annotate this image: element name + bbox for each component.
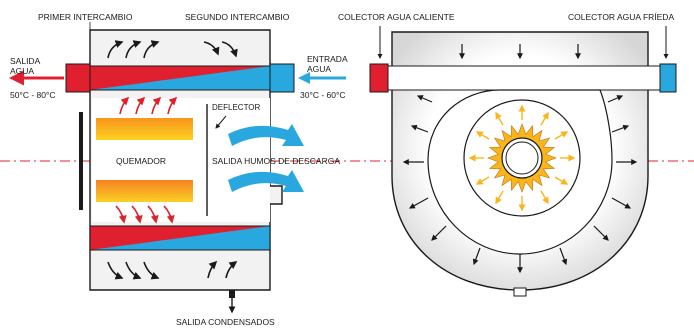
burner-section <box>369 26 677 297</box>
condensate-drain <box>229 290 235 298</box>
flow-radial-arrow <box>607 95 624 103</box>
hot-outlet-stub <box>65 63 91 93</box>
flow-radial-arrow <box>410 124 429 133</box>
collector-hot-stub <box>369 63 389 93</box>
heat-ray-arrow <box>554 131 569 140</box>
heat-ray-arrow <box>475 131 490 140</box>
heat-ray-arrow <box>475 176 490 185</box>
heat-rays <box>468 104 576 212</box>
label-primer-intercambio: PRIMER INTERCAMBIO <box>38 12 133 22</box>
entrada-agua-arrowhead <box>298 72 310 84</box>
deflector-pointer <box>215 115 227 129</box>
exhaust-arrows <box>228 124 304 192</box>
label-segundo-intercambio: SEGUNDO INTERCAMBIO <box>185 12 290 22</box>
heat-ray-arrow <box>554 176 569 185</box>
label-salida-agua-2: AGUA <box>10 66 34 76</box>
label-colector-caliente: COLECTOR AGUA CALIENTE <box>338 12 455 22</box>
cold-inlet-stub <box>269 63 295 93</box>
flow-radial-arrow <box>559 247 568 266</box>
label-salida-humos: SALIDA HUMOS DE DESCARGA <box>212 156 340 166</box>
collector-bar <box>385 65 667 91</box>
flow-radial-arrow <box>611 197 632 209</box>
flow-radial-arrow <box>408 197 429 209</box>
exchanger-section <box>8 22 346 314</box>
flow-radial-arrow <box>431 225 447 241</box>
label-salida-agua-1: SALIDA <box>10 56 41 66</box>
flow-radial-arrows <box>402 44 638 274</box>
top-exchanger-tube <box>89 65 271 91</box>
flow-radial-arrow <box>593 225 609 241</box>
heat-arrows-upper <box>119 96 178 115</box>
burner-flame-bottom <box>96 180 193 202</box>
flow-radial-arrow <box>472 247 481 266</box>
burner-core-inner <box>505 141 539 175</box>
label-entrada-temp: 30°C - 60°C <box>300 90 346 100</box>
heat-ray-arrow <box>540 190 549 205</box>
heat-ray-arrow <box>495 111 504 126</box>
bottom-exchanger-tube <box>89 225 271 251</box>
flow-radial-arrow <box>416 95 433 103</box>
flow-arrows-top <box>107 40 238 59</box>
label-salida-condensados: SALIDA CONDENSADOS <box>176 317 275 327</box>
label-quemador: QUEMADOR <box>116 156 166 166</box>
heat-ray-arrow <box>540 111 549 126</box>
label-entrada-agua-2: AGUA <box>307 64 331 74</box>
heat-ray-arrow <box>495 190 504 205</box>
label-salida-temp: 50°C - 80°C <box>10 90 56 100</box>
label-deflector: DEFLECTOR <box>212 103 261 112</box>
flow-arrows-bottom <box>107 260 238 280</box>
label-entrada-agua-1: ENTRADA <box>307 54 348 64</box>
collector-cold-stub <box>659 63 677 93</box>
shell-drain-nub <box>513 287 527 297</box>
flow-radial-arrow <box>611 124 630 133</box>
burner-flame-top <box>96 118 193 140</box>
heat-arrows-lower <box>115 205 175 224</box>
label-colector-fria: COLECTOR AGUA FRÍEDA <box>568 12 674 22</box>
